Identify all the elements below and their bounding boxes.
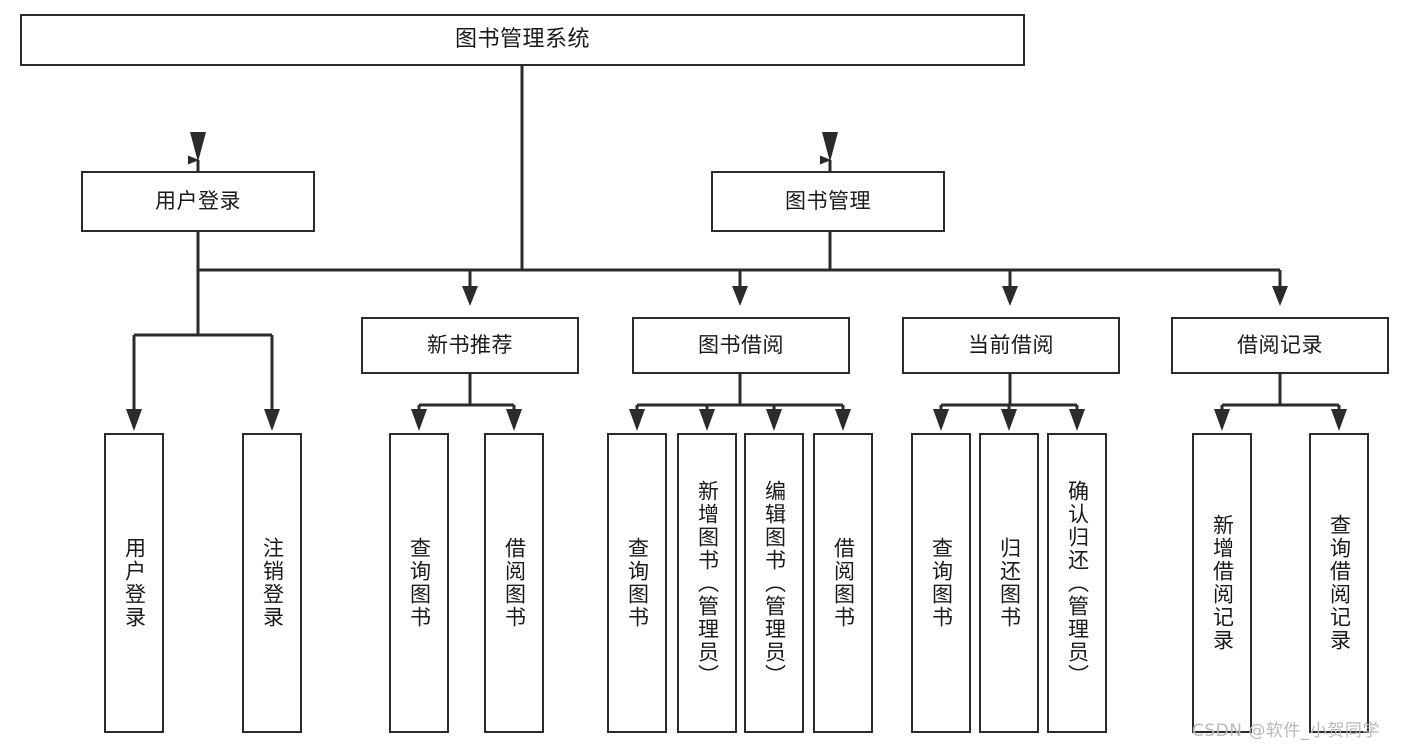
arrow-to-leaf — [629, 409, 645, 431]
leaf-borrow-edit-book[interactable]: 编辑图书（管理员） — [744, 433, 804, 733]
arrow-to-book-borrow — [732, 286, 748, 306]
leaf-borrow-add-book[interactable]: 新增图书（管理员） — [677, 433, 737, 733]
arrow-to-current-borrow — [1002, 286, 1018, 306]
arrow-to-borrow-record — [1272, 286, 1288, 306]
leaf-new-book-query[interactable]: 查询图书 — [389, 433, 449, 733]
arrow-to-leaf — [264, 409, 280, 431]
leaf-current-return-book[interactable]: 归还图书 — [979, 433, 1039, 733]
leaf-record-query[interactable]: 查询借阅记录 — [1309, 433, 1369, 733]
arrow-to-user-login — [190, 132, 206, 162]
node-label: 查询图书 — [407, 537, 432, 629]
node-label: 图书管理系统 — [454, 27, 590, 53]
edge-record-to-leaves — [1220, 374, 1341, 425]
node-book-management[interactable]: 图书管理 — [711, 171, 945, 232]
node-label: 注销登录 — [260, 537, 285, 629]
leaf-record-add[interactable]: 新增借阅记录 — [1192, 433, 1252, 733]
leaf-borrow-borrow-book[interactable]: 借阅图书 — [813, 433, 873, 733]
edge-borrow-to-leaves — [635, 374, 845, 425]
leaf-current-confirm-return[interactable]: 确认归还（管理员） — [1047, 433, 1107, 733]
arrow-to-leaf — [766, 409, 782, 431]
edge-booklogin-to-leaves — [132, 232, 274, 425]
node-label: 当前借阅 — [968, 333, 1054, 358]
leaf-new-book-borrow[interactable]: 借阅图书 — [484, 433, 544, 733]
edge-root-to-level2 — [188, 66, 832, 272]
edge-current-to-leaves — [939, 374, 1079, 425]
node-label: 借阅图书 — [502, 537, 527, 629]
arrow-to-leaf — [835, 409, 851, 431]
arrow-to-leaf — [699, 409, 715, 431]
leaf-user-login-logout[interactable]: 注销登录 — [242, 433, 302, 733]
arrow-to-leaf — [506, 409, 522, 431]
leaf-borrow-query-book[interactable]: 查询图书 — [607, 433, 667, 733]
node-label: 编辑图书（管理员） — [762, 479, 787, 687]
node-label: 图书管理 — [785, 189, 871, 214]
node-new-book-recommend[interactable]: 新书推荐 — [361, 317, 579, 374]
node-user-login[interactable]: 用户登录 — [81, 171, 315, 232]
arrow-to-leaf — [126, 409, 142, 431]
arrow-to-book-management — [822, 132, 838, 162]
arrow-to-leaf — [411, 409, 427, 431]
node-root-system[interactable]: 图书管理系统 — [20, 14, 1025, 66]
node-label: 归还图书 — [997, 537, 1022, 629]
node-label: 新增借阅记录 — [1210, 514, 1235, 652]
node-label: 用户登录 — [122, 537, 147, 629]
node-label: 新增图书（管理员） — [695, 479, 720, 687]
node-borrow-record[interactable]: 借阅记录 — [1171, 317, 1389, 374]
arrow-to-leaf — [1214, 409, 1230, 431]
arrow-to-leaf — [1001, 409, 1017, 431]
node-label: 查询图书 — [929, 537, 954, 629]
node-label: 用户登录 — [155, 189, 241, 214]
arrow-to-leaf — [1331, 409, 1347, 431]
edge-bookmgmt-to-level3 — [468, 232, 1282, 302]
leaf-user-login-login[interactable]: 用户登录 — [104, 433, 164, 733]
node-current-borrow[interactable]: 当前借阅 — [902, 317, 1120, 374]
node-label: 图书借阅 — [698, 333, 784, 358]
csdn-watermark: CSDN @软件_小贺同学 — [1192, 721, 1380, 741]
node-label: 查询借阅记录 — [1327, 514, 1352, 652]
node-book-borrow[interactable]: 图书借阅 — [632, 317, 850, 374]
node-label: 确认归还（管理员） — [1065, 479, 1090, 687]
node-label: 借阅记录 — [1237, 333, 1323, 358]
edge-newbook-to-leaves — [417, 374, 516, 425]
leaf-current-query-book[interactable]: 查询图书 — [911, 433, 971, 733]
arrow-to-leaf — [1069, 409, 1085, 431]
arrow-to-leaf — [933, 409, 949, 431]
node-label: 借阅图书 — [831, 537, 856, 629]
node-label: 新书推荐 — [427, 333, 513, 358]
node-label: 查询图书 — [625, 537, 650, 629]
arrow-to-new-book — [462, 286, 478, 306]
